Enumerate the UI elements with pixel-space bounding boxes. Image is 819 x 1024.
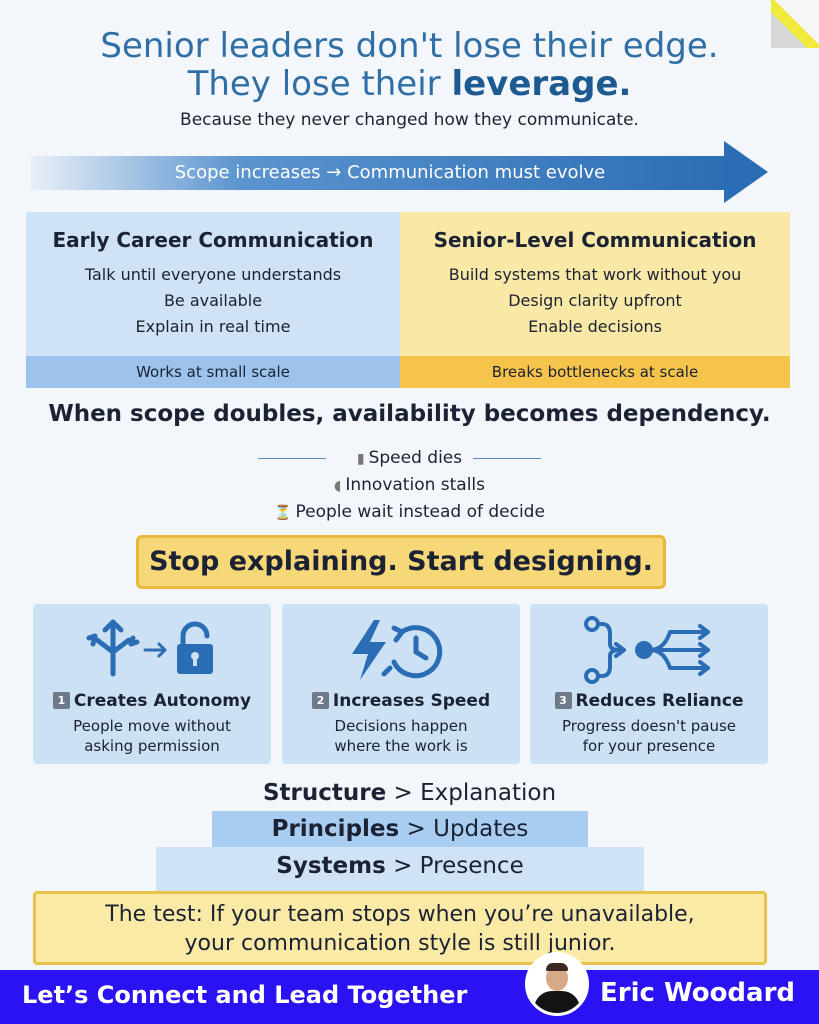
pyramid-rest: > Explanation	[386, 780, 557, 806]
list-item: Be available	[163, 291, 263, 310]
card-description-line: Decisions happen	[334, 717, 468, 735]
author-name[interactable]: Eric Woodard	[600, 978, 796, 1008]
number-badge: 1	[52, 692, 70, 709]
list-item: Build systems that work without you	[448, 265, 742, 284]
card-description-line: for your presence	[582, 737, 716, 755]
test-line-1: The test: If your team stops when you’re…	[105, 902, 695, 927]
card-description-line: asking permission	[84, 737, 220, 755]
lightning-clock-icon	[352, 620, 443, 680]
page-curl-decoration	[771, 0, 819, 48]
senior-level-title: Senior-Level Communication	[433, 228, 757, 252]
number-badge: 2	[311, 692, 329, 709]
list-item: Enable decisions	[528, 317, 662, 336]
arrow-head	[724, 141, 768, 203]
effect-speed: ▮Speed dies	[0, 445, 819, 472]
card-description-line: People move without	[73, 717, 231, 735]
effects-list: ▮Speed dies ◖Innovation stalls ⏳People w…	[0, 445, 819, 526]
effect-waiting: ⏳People wait instead of decide	[0, 499, 819, 526]
senior-level-list: Build systems that work without you Desi…	[400, 262, 790, 340]
divider-right	[473, 458, 541, 459]
headline-line-2: They lose their leverage.	[0, 64, 819, 104]
hourglass-icon: ⏳	[274, 505, 292, 521]
list-item: Design clarity upfront	[508, 291, 682, 310]
early-career-title: Early Career Communication	[52, 228, 374, 252]
early-career-footer: Works at small scale	[26, 356, 400, 388]
card-description-line: Progress doesn't pause	[561, 717, 737, 735]
card-title-text: Creates Autonomy	[73, 691, 252, 711]
card-description-line: where the work is	[334, 737, 468, 755]
declining-chart-icon: ▮	[356, 451, 365, 467]
headline-emphasis: leverage.	[451, 64, 632, 104]
banner-tagline: Let’s Connect and Lead Together	[22, 981, 468, 1009]
branch-arrows-unlock-icon	[86, 619, 213, 677]
headline-prefix: They lose their	[187, 64, 452, 104]
scope-arrow: Scope increases → Communication must evo…	[30, 141, 770, 203]
number-badge: 3	[554, 692, 572, 709]
subtitle: Because they never changed how they comm…	[180, 110, 639, 130]
early-career-list: Talk until everyone understands Be avail…	[26, 262, 400, 340]
headline-line-1: Senior leaders don't lose their edge.	[100, 26, 719, 66]
scope-heading: When scope doubles, availability becomes…	[48, 401, 771, 427]
pyramid-rest: > Presence	[385, 853, 524, 879]
arrow-shaft	[30, 156, 730, 190]
list-item: Explain in real time	[135, 317, 291, 336]
pyramid-tier-systems: Systems > Presence	[156, 847, 644, 891]
effect-text: People wait instead of decide	[295, 502, 545, 522]
divider-left	[258, 458, 326, 459]
early-career-panel: Early Career Communication Talk until ev…	[26, 212, 400, 388]
pyramid-rest: > Updates	[399, 816, 529, 842]
arrow-label: Scope increases → Communication must evo…	[174, 162, 606, 183]
card-description: People move without asking permission	[41, 716, 263, 756]
effect-text: Speed dies	[368, 448, 463, 468]
pyramid-tier-structure: Structure > Explanation	[0, 775, 819, 811]
senior-level-panel: Senior-Level Communication Build systems…	[400, 212, 790, 388]
pyramid-bold: Structure	[262, 780, 387, 806]
pyramid-bold: Principles	[271, 816, 400, 842]
test-line-2: your communication style is still junior…	[184, 931, 616, 956]
effect-text: Innovation stalls	[345, 475, 486, 495]
avatar-hair	[546, 963, 568, 971]
senior-level-footer: Breaks bottlenecks at scale	[400, 356, 790, 388]
test-box: The test: If your team stops when you’re…	[33, 891, 767, 965]
card-title-text: Increases Speed	[332, 691, 491, 711]
avatar-head	[546, 965, 568, 991]
list-item: Talk until everyone understands	[84, 265, 342, 284]
pyramid-bold: Systems	[276, 853, 386, 879]
footer-banner: Let’s Connect and Lead Together Eric Woo…	[0, 970, 819, 1024]
card-description: Decisions happen where the work is	[290, 716, 512, 756]
avatar[interactable]	[525, 952, 589, 1016]
stop-explaining-callout: Stop explaining. Start designing.	[136, 535, 666, 589]
card-description: Progress doesn't pause for your presence	[538, 716, 760, 756]
card-title-text: Reduces Reliance	[575, 691, 744, 711]
avatar-body	[534, 991, 580, 1013]
snail-icon: ◖	[333, 478, 342, 494]
effect-innovation: ◖Innovation stalls	[0, 472, 819, 499]
converge-diverge-icon	[584, 616, 710, 684]
pyramid-tier-principles: Principles > Updates	[212, 811, 588, 847]
